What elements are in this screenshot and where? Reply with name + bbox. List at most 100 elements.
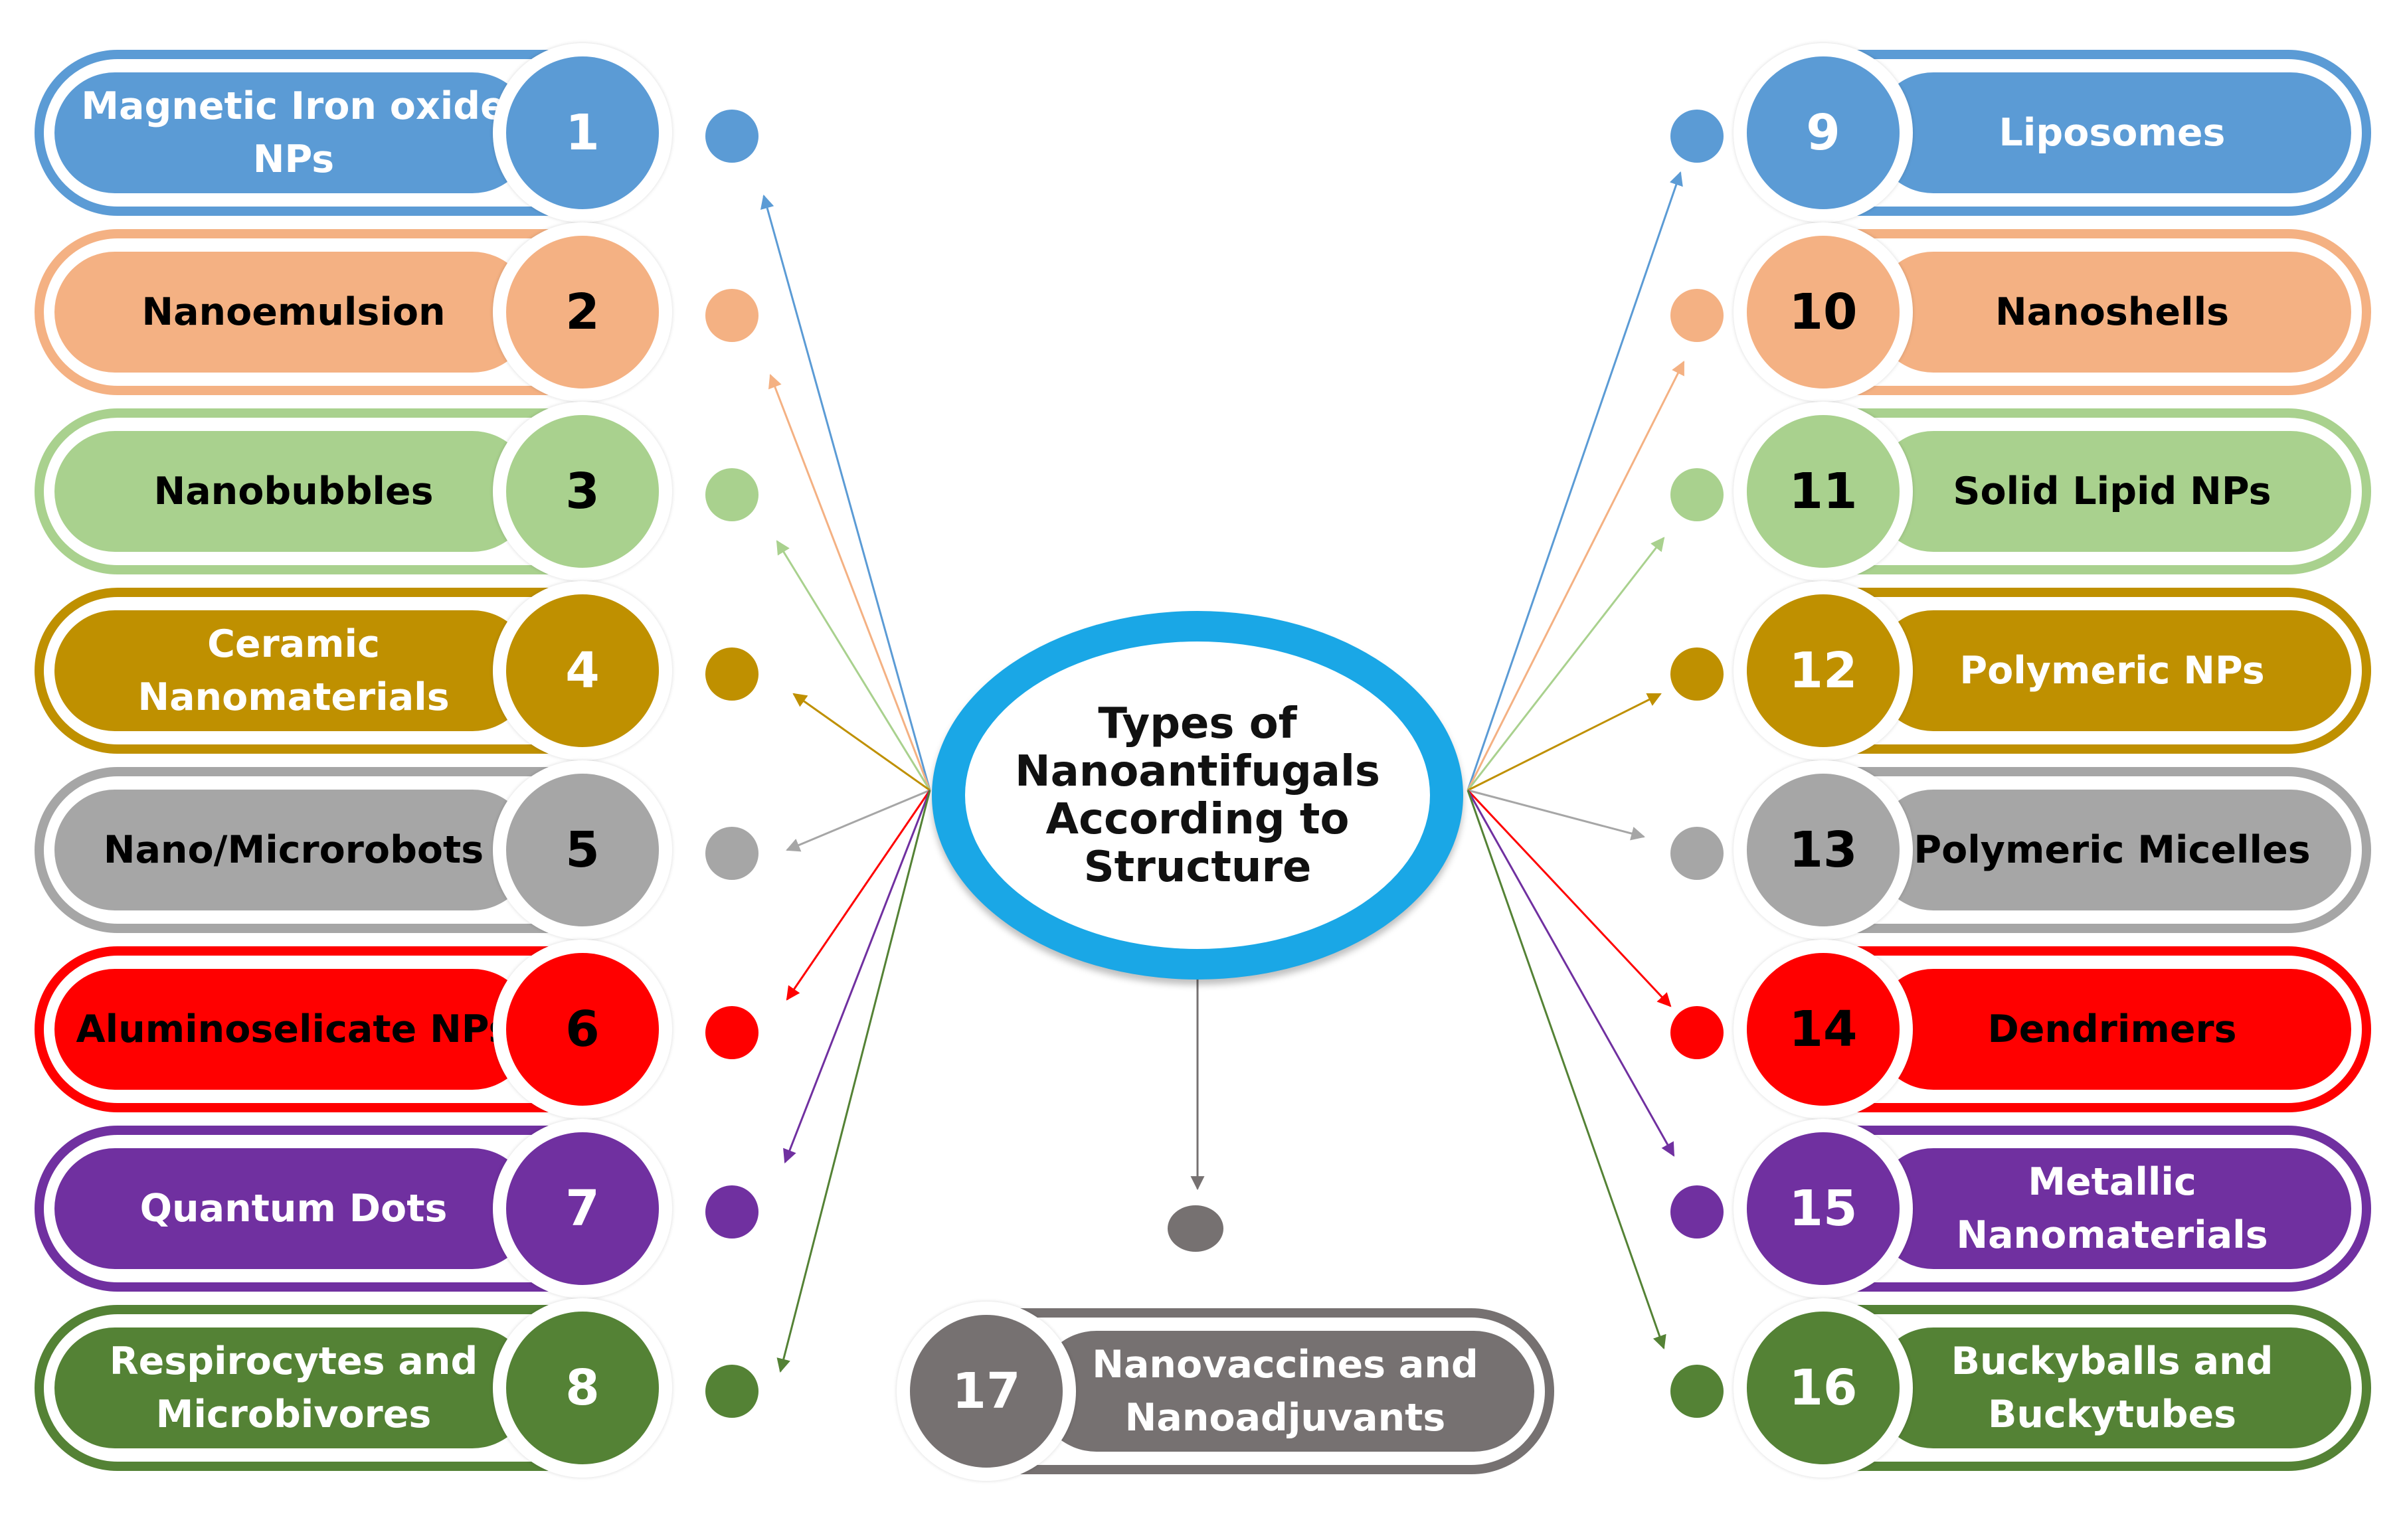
node-dot-7 [705,1185,758,1239]
category-number: 16 [1789,1359,1858,1416]
arrow-to-15 [1467,790,1675,1157]
category-number: 5 [565,821,600,879]
node-dot-17 [1168,1205,1223,1252]
category-label: Quantum Dots [139,1187,448,1231]
category-label: Polymeric NPs [1959,649,2265,693]
category-label: Nanoemulsion [141,290,446,334]
node-dot-2 [705,289,758,342]
arrow-to-14 [1467,789,1672,1007]
pill-body: Solid Lipid NPs [1873,431,2351,552]
arrow-to-4 [792,693,931,792]
category-item-5: Nano/Microrobots 5 [35,760,672,940]
pill-body: Ceramic Nanomaterials [54,610,533,731]
arrow-to-3 [776,540,931,791]
node-dot-3 [705,468,758,521]
node-dot-8 [705,1365,758,1418]
category-number: 14 [1789,1001,1858,1058]
category-number: 9 [1806,104,1840,161]
node-dot-15 [1670,1185,1724,1239]
category-item-8: Respirocytes and Microbivores 8 [35,1298,672,1478]
category-item-16: Buckyballs and Buckytubes 16 [1734,1298,2371,1478]
category-number: 8 [565,1359,600,1416]
category-label: Magnetic Iron oxide NPs [81,84,506,181]
category-number: 15 [1789,1180,1858,1237]
category-label: Dendrimers [1987,1007,2237,1051]
node-dot-1 [705,110,758,163]
category-label: Polymeric Micelles [1914,828,2311,872]
category-label: Liposomes [1999,111,2226,155]
category-item-10: Nanoshells 10 [1734,222,2371,402]
number-badge: 2 [493,222,672,402]
category-label: Nano/Microrobots [103,828,484,872]
category-number: 2 [565,284,600,341]
category-item-15: Metallic Nanomaterials 15 [1734,1119,2371,1298]
pill-body: Nanoshells [1873,252,2351,373]
category-label: Solid Lipid NPs [1953,470,2271,513]
category-item-11: Solid Lipid NPs 11 [1734,402,2371,581]
pill-body: Liposomes [1873,72,2351,193]
category-item-4: Ceramic Nanomaterials 4 [35,581,672,760]
arrow-to-8 [776,790,931,1373]
category-number: 3 [565,463,600,520]
category-number: 13 [1789,821,1858,879]
category-item-14: Dendrimers 14 [1734,940,2371,1119]
category-item-7: Quantum Dots 7 [35,1119,672,1298]
category-label: Respirocytes and Microbivores [109,1339,478,1436]
pill-body: Nanobubbles [54,431,533,552]
category-number: 11 [1789,463,1858,520]
node-dot-10 [1670,289,1724,342]
pill-body: Magnetic Iron oxide NPs [54,72,533,193]
pill-body: Nano/Microrobots [54,790,533,910]
arrow-to-11 [1467,537,1665,791]
center-topic-ellipse: Types of Nanoantifugals According to Str… [932,611,1463,980]
category-label: Nanovaccines and Nanoadjuvants [1092,1343,1478,1440]
pill-body: Metallic Nanomaterials [1873,1148,2351,1269]
category-item-9: Liposomes 9 [1734,43,2371,222]
category-number: 7 [565,1180,600,1237]
node-dot-11 [1670,468,1724,521]
category-label: Buckyballs and Buckytubes [1951,1339,2273,1436]
pill-body: Quantum Dots [54,1148,533,1269]
arrow-to-9 [1467,171,1683,791]
node-dot-6 [705,1006,758,1059]
arrow-to-10 [1467,361,1685,791]
number-badge: 7 [493,1119,672,1298]
category-label: Ceramic Nanomaterials [137,622,450,719]
category-number: 4 [565,642,600,699]
category-item-13: Polymeric Micelles 13 [1734,760,2371,940]
arrow-to-2 [768,374,931,791]
arrow-to-12 [1467,693,1662,792]
center-topic-title: Types of Nanoantifugals According to Str… [1015,699,1380,892]
category-number: 17 [952,1363,1021,1420]
number-badge: 11 [1734,402,1913,581]
number-badge: 5 [493,760,672,940]
category-label: Nanoshells [1995,290,2230,334]
category-item-2: Nanoemulsion 2 [35,222,672,402]
node-dot-14 [1670,1006,1724,1059]
number-badge: 4 [493,581,672,760]
arrow-to-5 [786,789,931,852]
node-dot-12 [1670,647,1724,701]
number-badge: 17 [897,1302,1076,1481]
pill-body: Aluminoselicate NPs [54,969,533,1090]
arrow-to-6 [786,790,931,1001]
node-dot-5 [705,827,758,880]
pill-body: Nanovaccines and Nanoadjuvants [1036,1331,1534,1452]
pill-body: Polymeric NPs [1873,610,2351,731]
arrow-to-1 [760,194,931,791]
number-badge: 3 [493,402,672,581]
category-item-17: Nanovaccines and Nanoadjuvants 17 [897,1302,1554,1481]
number-badge: 15 [1734,1119,1913,1298]
number-badge: 10 [1734,222,1913,402]
node-dot-13 [1670,827,1724,880]
number-badge: 13 [1734,760,1913,940]
pill-body: Polymeric Micelles [1873,790,2351,910]
arrow-to-16 [1467,790,1666,1349]
pill-body: Respirocytes and Microbivores [54,1327,533,1448]
number-badge: 12 [1734,581,1913,760]
arrow-to-7 [783,790,931,1163]
